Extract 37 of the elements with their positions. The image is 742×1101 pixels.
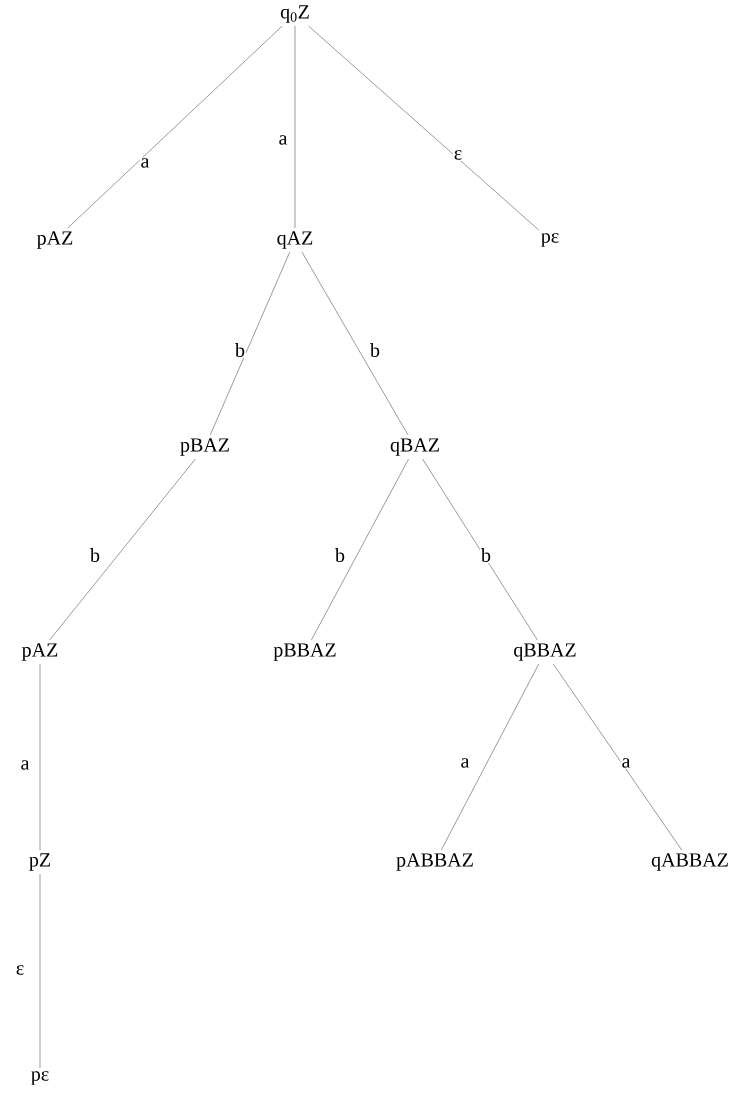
state-label: qABBAZ — [651, 853, 728, 871]
edge-label: ε — [14, 964, 26, 976]
edge-label: a — [620, 757, 632, 769]
tree-branch — [441, 663, 539, 851]
tree-branch — [308, 25, 539, 231]
tree-branch — [553, 663, 682, 851]
state-label: pABBAZ — [396, 853, 473, 871]
state-label: qBBAZ — [514, 643, 576, 661]
edge-label: b — [369, 342, 381, 359]
state-label: pε — [31, 1071, 49, 1085]
state-label: qAZ — [277, 231, 313, 249]
state-label: pAZ — [37, 231, 73, 249]
edge-label: b — [89, 546, 101, 564]
tree-branch — [301, 251, 409, 436]
state-label: qBAZ — [390, 438, 439, 456]
state-label: pBAZ — [180, 438, 229, 456]
tree-branch — [209, 251, 291, 436]
tree-branch — [422, 458, 538, 641]
edge-label: a — [139, 157, 151, 169]
edge-label: a — [277, 134, 289, 146]
tree-branch — [311, 458, 409, 641]
edge-label: a — [19, 759, 31, 771]
edge-label: b — [234, 342, 246, 359]
edge-label: ε — [452, 149, 464, 161]
state-label: pBBAZ — [273, 643, 336, 661]
tree-branch — [67, 25, 283, 229]
tree-branch — [39, 663, 41, 851]
state-label: pε — [541, 233, 559, 247]
tree-branch — [294, 25, 296, 229]
tree-branch — [39, 873, 41, 1069]
state-label: pZ — [29, 853, 50, 871]
edge-label: b — [480, 546, 492, 564]
state-label: q$_{0}$Z — [280, 5, 309, 23]
edge-label: b — [334, 546, 346, 564]
edge-label: a — [459, 757, 471, 769]
state-label: pAZ — [22, 643, 58, 661]
tree-branch — [49, 458, 196, 641]
